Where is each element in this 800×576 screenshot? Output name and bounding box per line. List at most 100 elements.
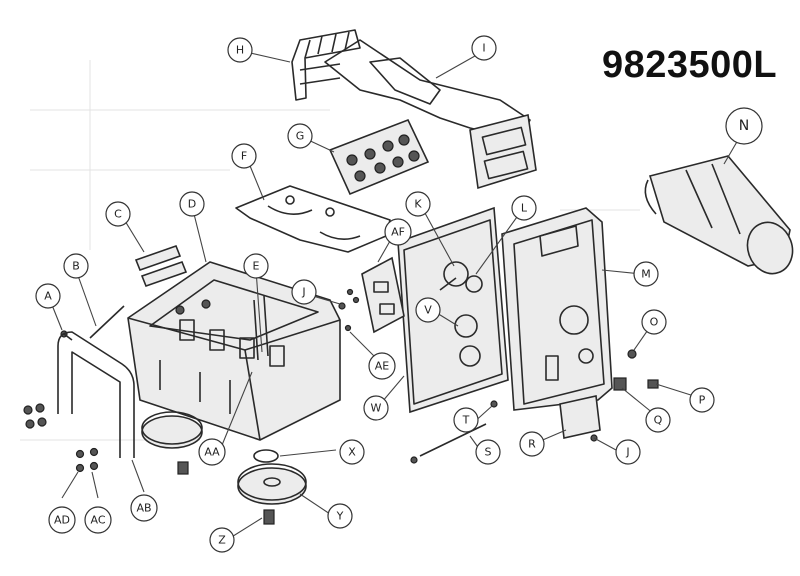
callout-label: O	[650, 316, 659, 329]
callout-label: P	[699, 394, 706, 407]
callout-circle	[291, 279, 317, 305]
callout-label: T	[462, 414, 470, 427]
callout-circle	[287, 123, 313, 149]
callout-t: T	[453, 407, 479, 433]
callout-circle	[63, 253, 89, 279]
part-d-housing-box	[127, 261, 341, 441]
callout-circle	[363, 395, 389, 421]
callout-circle	[327, 503, 353, 529]
callout-label: J	[625, 446, 629, 459]
callout-circle	[231, 143, 257, 169]
callout-ad: AD	[48, 506, 76, 534]
parts-k-l-v-knobs	[439, 261, 483, 367]
callout-label: N	[739, 118, 749, 134]
callout-label: J	[301, 286, 305, 299]
callout-label: AD	[54, 514, 70, 527]
callout-aa: AA	[198, 438, 226, 466]
callout-circle	[209, 527, 235, 553]
callout-label: X	[348, 446, 356, 459]
callout-label: K	[414, 198, 422, 211]
callout-g: G	[287, 123, 313, 149]
callout-circle	[105, 201, 131, 227]
part-j-screws	[338, 302, 598, 442]
callout-label: AB	[136, 502, 151, 515]
callout-circle	[35, 283, 61, 309]
part-c-strips	[134, 244, 188, 288]
part-ab-handle	[57, 331, 135, 458]
callout-p: P	[689, 387, 715, 413]
callout-circle	[645, 407, 671, 433]
callout-circle	[384, 218, 412, 246]
parts-ac-ad-nuts	[23, 403, 99, 473]
callout-label: W	[371, 402, 382, 415]
callout-label: AE	[375, 360, 390, 373]
callout-label: D	[188, 198, 196, 211]
callout-r: R	[519, 431, 545, 457]
callout-ae: AE	[368, 352, 396, 380]
lower-wheel	[141, 411, 203, 449]
callout-l: L	[511, 195, 537, 221]
callout-o: O	[641, 309, 667, 335]
callout-label: I	[482, 42, 485, 55]
callout-x: X	[339, 439, 365, 465]
callout-label: Q	[654, 414, 663, 427]
callout-q: Q	[645, 407, 671, 433]
callout-h: H	[227, 37, 253, 63]
callout-circle	[405, 191, 431, 217]
callout-label: A	[44, 290, 52, 303]
callout-circle	[725, 107, 763, 145]
callout-circle	[453, 407, 479, 433]
callout-w: W	[363, 395, 389, 421]
part-w-panel	[397, 206, 509, 414]
part-g-plate	[328, 118, 430, 196]
callout-circle	[415, 297, 441, 323]
leader-lines	[49, 51, 739, 539]
callout-ac: AC	[84, 506, 112, 534]
callout-circle	[641, 309, 667, 335]
callout-c: C	[105, 201, 131, 227]
callout-label: R	[528, 438, 536, 451]
part-x-ring	[253, 449, 279, 463]
callout-n: N	[725, 107, 763, 145]
callout-af: AF	[384, 218, 412, 246]
callout-circle	[368, 352, 396, 380]
callout-circle	[130, 494, 158, 522]
callout-circle	[475, 439, 501, 465]
part-e-posts	[253, 295, 269, 361]
callout-d: D	[179, 191, 205, 217]
callout-j: J	[291, 279, 317, 305]
part-f-gasket	[235, 185, 391, 253]
callout-circle	[48, 506, 76, 534]
part-s-rod	[410, 423, 487, 464]
callout-k: K	[405, 191, 431, 217]
callout-circle	[633, 261, 659, 287]
callout-circle	[689, 387, 715, 413]
callout-y: Y	[327, 503, 353, 529]
part-af-switch	[344, 256, 405, 334]
callout-circle	[471, 35, 497, 61]
callout-label: AC	[90, 514, 105, 527]
callout-circle	[511, 195, 537, 221]
callout-a: A	[35, 283, 61, 309]
callout-circle	[179, 191, 205, 217]
callout-label: Y	[336, 510, 344, 523]
callout-e: E	[243, 253, 269, 279]
callout-circle	[339, 439, 365, 465]
callout-j: J	[615, 439, 641, 465]
callout-circle	[243, 253, 269, 279]
background-faint-lines	[20, 60, 640, 441]
callout-circle	[615, 439, 641, 465]
callout-label: C	[114, 208, 122, 221]
callout-label: E	[253, 260, 260, 273]
callout-label: AA	[204, 446, 220, 459]
callout-f: F	[231, 143, 257, 169]
part-number-title: 9823500L	[602, 44, 778, 86]
callout-label: AF	[391, 226, 405, 239]
callout-label: V	[424, 304, 432, 317]
callout-v: V	[415, 297, 441, 323]
callout-label: F	[241, 150, 247, 163]
callout-b: B	[63, 253, 89, 279]
part-r-bracket	[559, 395, 601, 439]
callout-i: I	[471, 35, 497, 61]
